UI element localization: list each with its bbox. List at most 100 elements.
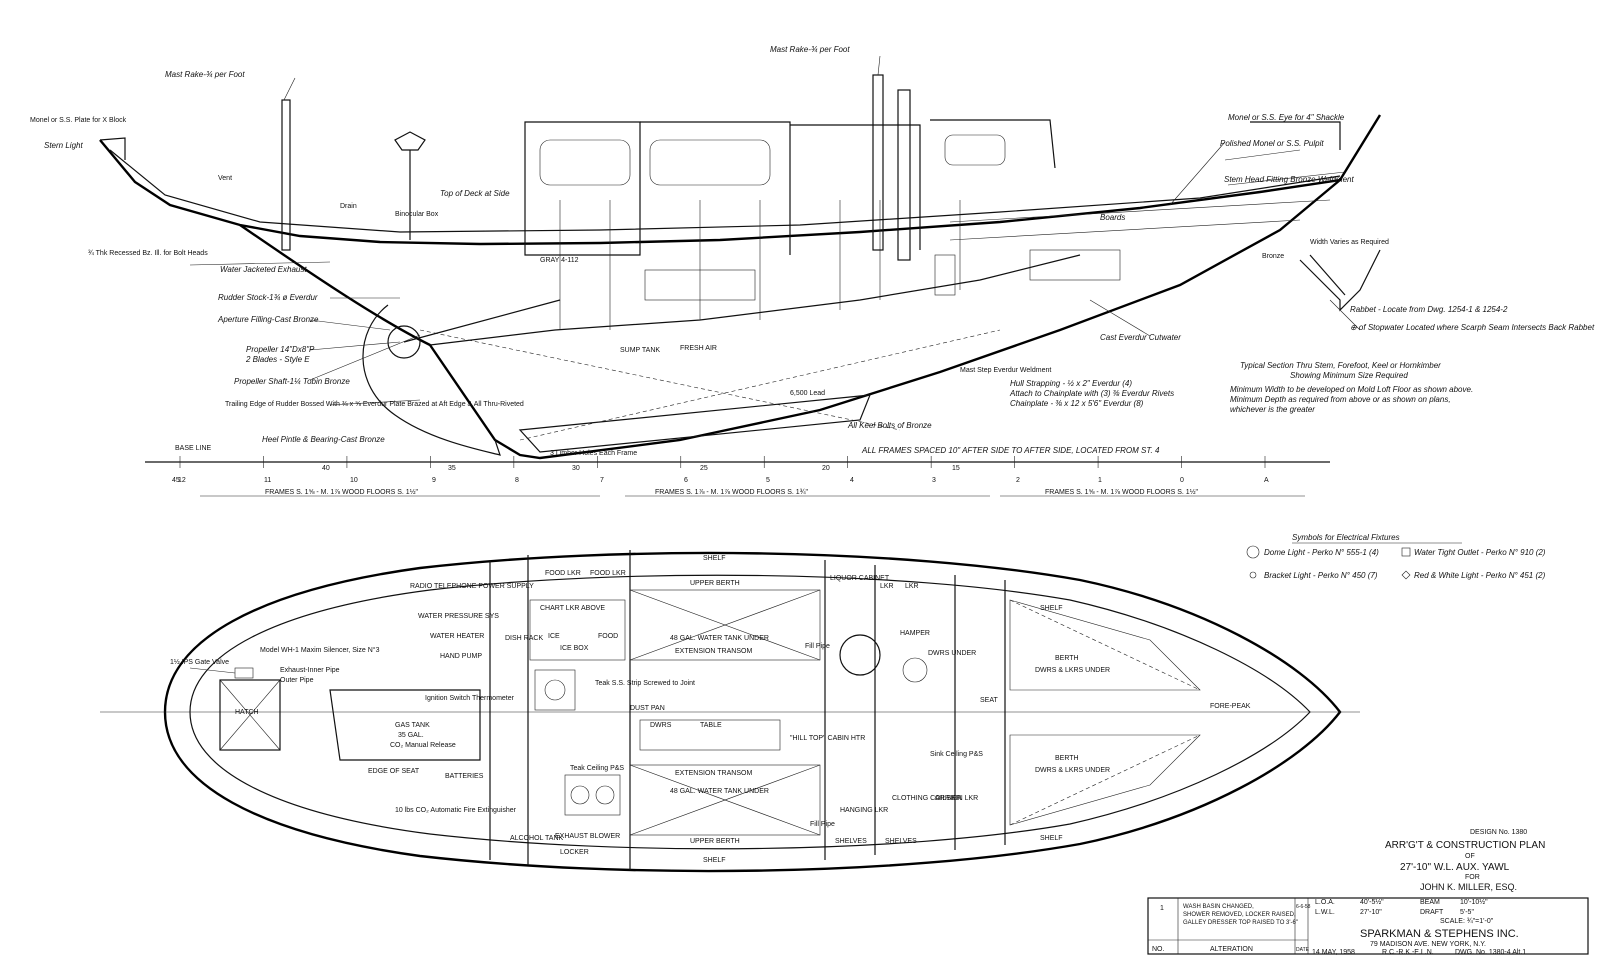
fresh-air-label: FRESH AIR	[680, 345, 717, 352]
exhaust-blower-label: EXHAUST BLOWER	[555, 833, 620, 840]
station-bottom-5: 7	[600, 477, 604, 484]
water-heater-label: WATER HEATER	[430, 633, 484, 640]
station-bottom-13: A	[1264, 477, 1269, 484]
keel-bolts-label: All Keel Bolts of Bronze	[847, 421, 932, 430]
boards-label: Boards	[1100, 213, 1125, 222]
upper-berth-top-label: UPPER BERTH	[690, 580, 740, 587]
batteries-label: BATTERIES	[445, 773, 484, 780]
draft-label: DRAFT	[1420, 909, 1444, 916]
oilskin-lkr-label: OILSKIN LKR	[935, 795, 978, 802]
station-top-0: 45	[172, 477, 180, 484]
bracket-light-icon	[1249, 571, 1257, 579]
stern-light-label: Stern Light	[44, 141, 83, 150]
frames-fwd-label: FRAMES S. 1⅝ - M. 1⅞ WOOD FLOORS S. 1½"	[1045, 488, 1199, 496]
hatch-label: HATCH	[235, 709, 259, 716]
heel-pintle-label: Heel Pintle & Bearing-Cast Bronze	[262, 435, 385, 444]
alcohol-tank-label: ALCOHOL TANK	[510, 835, 563, 842]
dwrs-lkrs-under-top-label: DWRS & LKRS UNDER	[1035, 667, 1110, 674]
section-note-3-label: whichever is the greater	[1230, 405, 1315, 414]
title: ARR'G'T & CONSTRUCTION PLAN	[1385, 840, 1545, 851]
section-note-1-label: Minimum Width to be developed on Mold Lo…	[1230, 385, 1473, 394]
legend-item-0: Dome Light - Perko N° 555-1 (4)	[1264, 548, 1379, 557]
teak-strip-label: Teak S.S. Strip Screwed to Joint	[595, 680, 695, 687]
date: 14 MAY, 1958	[1312, 949, 1355, 956]
alteration-date: 6-6-58	[1296, 904, 1311, 910]
bronze-strap-label: Bronze	[1262, 253, 1284, 260]
address: 79 MADISON AVE. NEW YORK, N.Y.	[1370, 941, 1486, 948]
lkr-1-label: LKR	[880, 583, 894, 590]
station-bottom-10: 2	[1016, 477, 1020, 484]
frames-spacing-label: ALL FRAMES SPACED 10" AFTER SIDE TO AFTE…	[861, 446, 1160, 455]
profile-labels: Mast Rake-¾ per Foot Mast Rake-¾ per Foo…	[30, 45, 1354, 457]
monel-plate-label: Monel or S.S. Plate for X Block	[30, 117, 127, 124]
exhaust-inner-label: Exhaust-Inner Pipe	[280, 667, 340, 674]
section-width-label: Width Varies as Required	[1310, 239, 1389, 246]
design-no: DESIGN No. 1380	[1470, 829, 1527, 836]
alteration-note-2: SHOWER REMOVED, LOCKER RAISED,	[1183, 912, 1296, 918]
outlet-icon	[1401, 547, 1411, 557]
fill-pipe-top-label: Fill Pipe	[805, 643, 830, 650]
hand-pump-label: HAND PUMP	[440, 653, 482, 660]
water-tank-top-label: 48 GAL. WATER TANK UNDER	[670, 635, 769, 642]
red-white-light-icon	[1401, 570, 1411, 580]
station-top-4: 25	[700, 465, 708, 472]
extension-transom-top-label: EXTENSION TRANSOM	[675, 648, 752, 655]
aperture-fitting-label: Aperture Filling-Cast Bronze	[217, 315, 319, 324]
station-bottom-3: 9	[432, 477, 436, 484]
vessel: 27'-10" W.L. AUX. YAWL	[1400, 862, 1510, 873]
legend-title: Symbols for Electrical Fixtures	[1292, 533, 1400, 542]
chart-lkr-label: CHART LKR ABOVE	[540, 605, 605, 612]
station-top-5: 20	[822, 465, 830, 472]
station-bottom-7: 5	[766, 477, 770, 484]
section-title-1-label: Typical Section Thru Stem, Forefoot, Kee…	[1240, 361, 1441, 370]
beam-label: BEAM	[1420, 899, 1440, 906]
alteration-label: ALTERATION	[1210, 946, 1253, 953]
co2-fire-label: 10 lbs CO₂ Automatic Fire Extinguisher	[395, 807, 517, 814]
food-label: FOOD	[598, 633, 618, 640]
alteration-number: 1	[1160, 905, 1164, 912]
plan-labels: SHELF SHELF SHELF SHELF FOOD LKR FOOD LK…	[170, 555, 1251, 864]
liquor-cabinet-label: LIQUOR CABINET	[830, 575, 890, 582]
lead-keel-label: 6,500 Lead	[790, 390, 825, 397]
recessed-bolt-label: ¾ Thk Recessed Bz. Ill. for Bolt Heads	[88, 250, 208, 257]
dwrs-lkrs-under-bottom-label: DWRS & LKRS UNDER	[1035, 767, 1110, 774]
fill-pipe-bottom-label: Fill Pipe	[810, 821, 835, 828]
cabin-htr-label: "HILL TOP" CABIN HTR	[790, 735, 865, 742]
legend-item-3: Red & White Light - Perko N° 451 (2)	[1414, 571, 1546, 580]
drawn: R.C.-R.K.-E.L.N.	[1382, 949, 1434, 956]
lkr-2-label: LKR	[905, 583, 919, 590]
cast-cutwater-label: Cast Everdur Cutwater	[1100, 333, 1181, 342]
exhaust-outer-label: Outer Pipe	[280, 677, 314, 684]
propeller-label: Propeller 14"Dx8"P	[246, 345, 315, 354]
top-of-deck-label: Top of Deck at Side	[440, 189, 510, 198]
sink-ceiling-label: Sink Ceiling P&S	[930, 751, 983, 758]
title-for: FOR	[1465, 874, 1480, 881]
profile-view	[99, 55, 1382, 460]
gas-tank-label: GAS TANK	[395, 722, 430, 729]
limber-holes-label: 3 Limber Holes Each Frame	[550, 450, 637, 457]
station-bottom-11: 1	[1098, 477, 1102, 484]
station-bottom-8: 4	[850, 477, 854, 484]
shelf-fwd-label: SHELF	[1040, 605, 1063, 612]
hull-strapping-2-label: Attach to Chainplate with (3) ⅜ Everdur …	[1009, 389, 1174, 398]
vent-label: Vent	[218, 175, 232, 182]
berth-top-label: BERTH	[1055, 655, 1079, 662]
station-bottom-0: 12	[178, 477, 186, 484]
lwl-label: L.W.L.	[1315, 909, 1335, 916]
plan-view	[100, 550, 1360, 873]
station-bottom-6: 6	[684, 477, 688, 484]
firm: SPARKMAN & STEPHENS INC.	[1360, 928, 1519, 940]
ice-label: ICE	[548, 633, 560, 640]
loa-label: L.O.A.	[1315, 899, 1335, 906]
propeller-blades-label: 2 Blades - Style E	[245, 355, 310, 364]
alteration-note-3: GALLEY DRESSER TOP RAISED TO 3'-6"	[1183, 920, 1298, 926]
dwg-no: DWG. No. 1380-4 Alt.1	[1455, 949, 1526, 956]
wardrobe-label: HANGING LKR	[840, 807, 888, 814]
ignitor-label: Ignition Switch Thermometer	[425, 695, 515, 702]
station-bottom-1: 11	[264, 477, 271, 484]
berth-bottom-label: BERTH	[1055, 755, 1079, 762]
shelf-aft-label: SHELF	[703, 555, 726, 562]
upper-berth-bottom-label: UPPER BERTH	[690, 838, 740, 845]
lwl-value: 27'-10"	[1360, 909, 1382, 916]
